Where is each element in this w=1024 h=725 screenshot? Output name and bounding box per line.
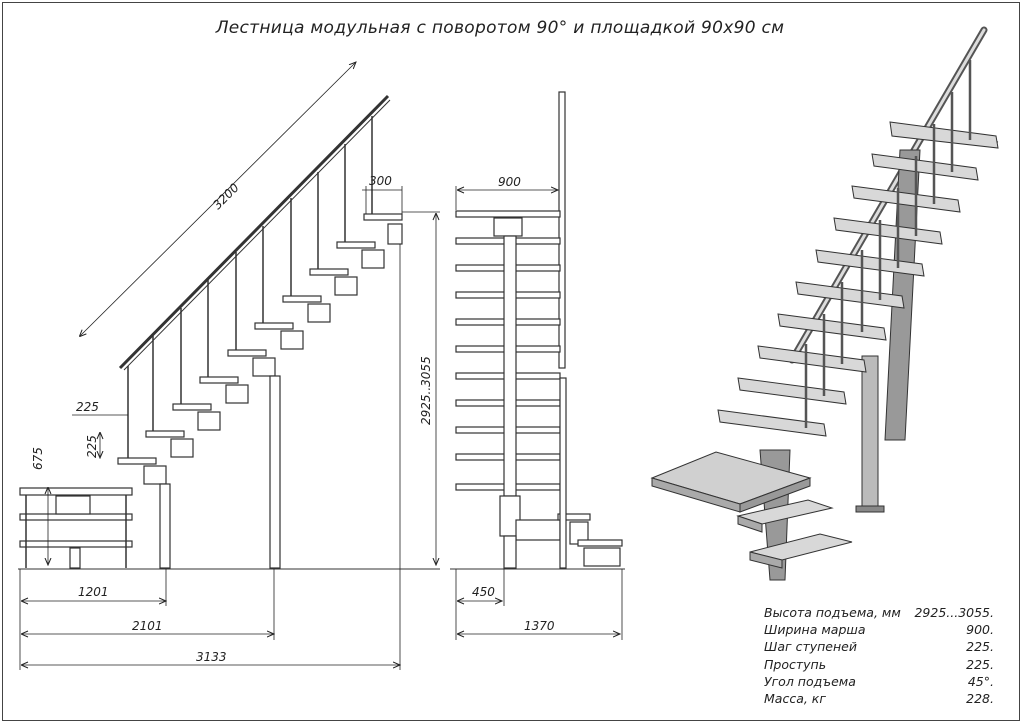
isometric-view [650,26,999,581]
spec-label: Проступь [764,656,827,672]
front-dimension-labels: 900 450 1370 [472,175,555,633]
front-rail-post [558,91,566,369]
dim-3133: 3133 [196,650,227,664]
spec-label: Высота подъема, мм [764,605,901,620]
dim-1201: 1201 [78,585,109,599]
iso-treads [717,121,999,437]
spec-value: 228. [966,690,994,706]
side-post-1 [159,483,171,569]
front-bracket [493,217,523,237]
spec-value: 2925...3055. [914,605,994,620]
side-landing [19,487,133,569]
iso-lower-treads [736,499,853,569]
spec-value: 225. [966,639,994,655]
spec-row: Угол подъема 45°. [764,673,994,690]
spec-label: Ширина марша [764,622,866,638]
spec-row: Масса, кг 228. [764,690,994,707]
dim-riser-height: 225 [85,435,99,458]
spec-value: 900. [966,622,994,638]
dim-width-front: 900 [498,175,521,189]
spec-label: Шаг ступеней [764,639,857,655]
front-spine [503,235,517,497]
dim-rail-length: 3200 [210,180,242,212]
spec-label: Масса, кг [764,690,826,706]
side-post-2 [269,375,281,569]
iso-column [861,355,879,513]
spec-label: Угол подъема [764,673,856,689]
dim-1370: 1370 [524,619,555,633]
side-view [18,94,440,570]
dim-total-height: 2925..3055 [419,356,433,425]
side-treads [117,213,403,465]
spec-value: 45°. [967,673,994,689]
spec-row: Ширина марша 900. [764,621,994,638]
dim-2101: 2101 [132,619,163,633]
dim-landing-height: 675 [31,447,45,470]
spec-row: Шаг ступеней 225. [764,638,994,655]
side-dimensions [19,62,440,670]
spec-row: Проступь 225. [764,656,994,673]
spec-row: Высота подъема, мм 2925...3055. [764,604,994,621]
iso-balusters [804,60,972,428]
front-dimensions [455,186,623,640]
dim-450: 450 [472,585,495,599]
dim-tread-depth: 225 [76,400,99,414]
spec-value: 225. [966,656,994,672]
dim-top-step: 300 [369,174,392,188]
front-view [450,91,625,570]
side-handrail [118,94,390,370]
specs-table: Высота подъема, мм 2925...3055. Ширина м… [764,604,994,707]
drawing-title: Лестница модульная с поворотом 90° и пло… [215,18,785,38]
